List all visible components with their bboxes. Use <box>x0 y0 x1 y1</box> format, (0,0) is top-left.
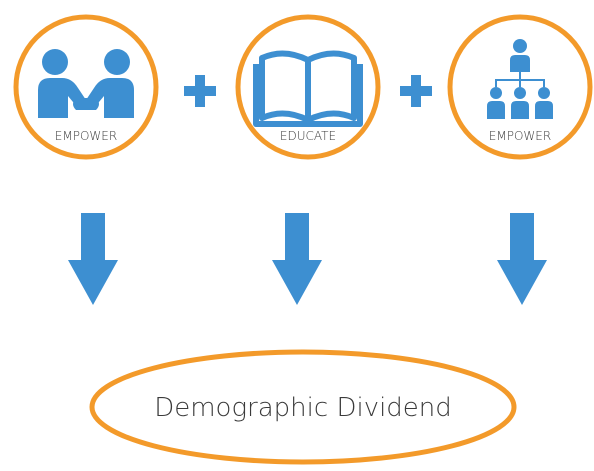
arrow-down-2 <box>272 213 322 305</box>
circle-educate: EDUCATE <box>235 14 381 160</box>
circle-empower-1: EMPOWER <box>13 14 159 160</box>
result-label: Demographic Dividend <box>154 393 452 423</box>
handshake-icon <box>38 49 134 118</box>
arrow-down-1 <box>68 213 118 305</box>
circle-empower-2: EMPOWER <box>447 14 593 160</box>
arrow-down-3 <box>497 213 547 305</box>
circle-label-1: EMPOWER <box>55 129 117 143</box>
plus-sign-1 <box>184 75 216 107</box>
org-chart-icon <box>487 39 553 119</box>
circle-label-2: EDUCATE <box>280 129 336 143</box>
open-book-icon <box>253 50 363 127</box>
result-ellipse: Demographic Dividend <box>89 349 517 465</box>
plus-sign-2 <box>400 75 432 107</box>
circle-label-3: EMPOWER <box>489 129 551 143</box>
